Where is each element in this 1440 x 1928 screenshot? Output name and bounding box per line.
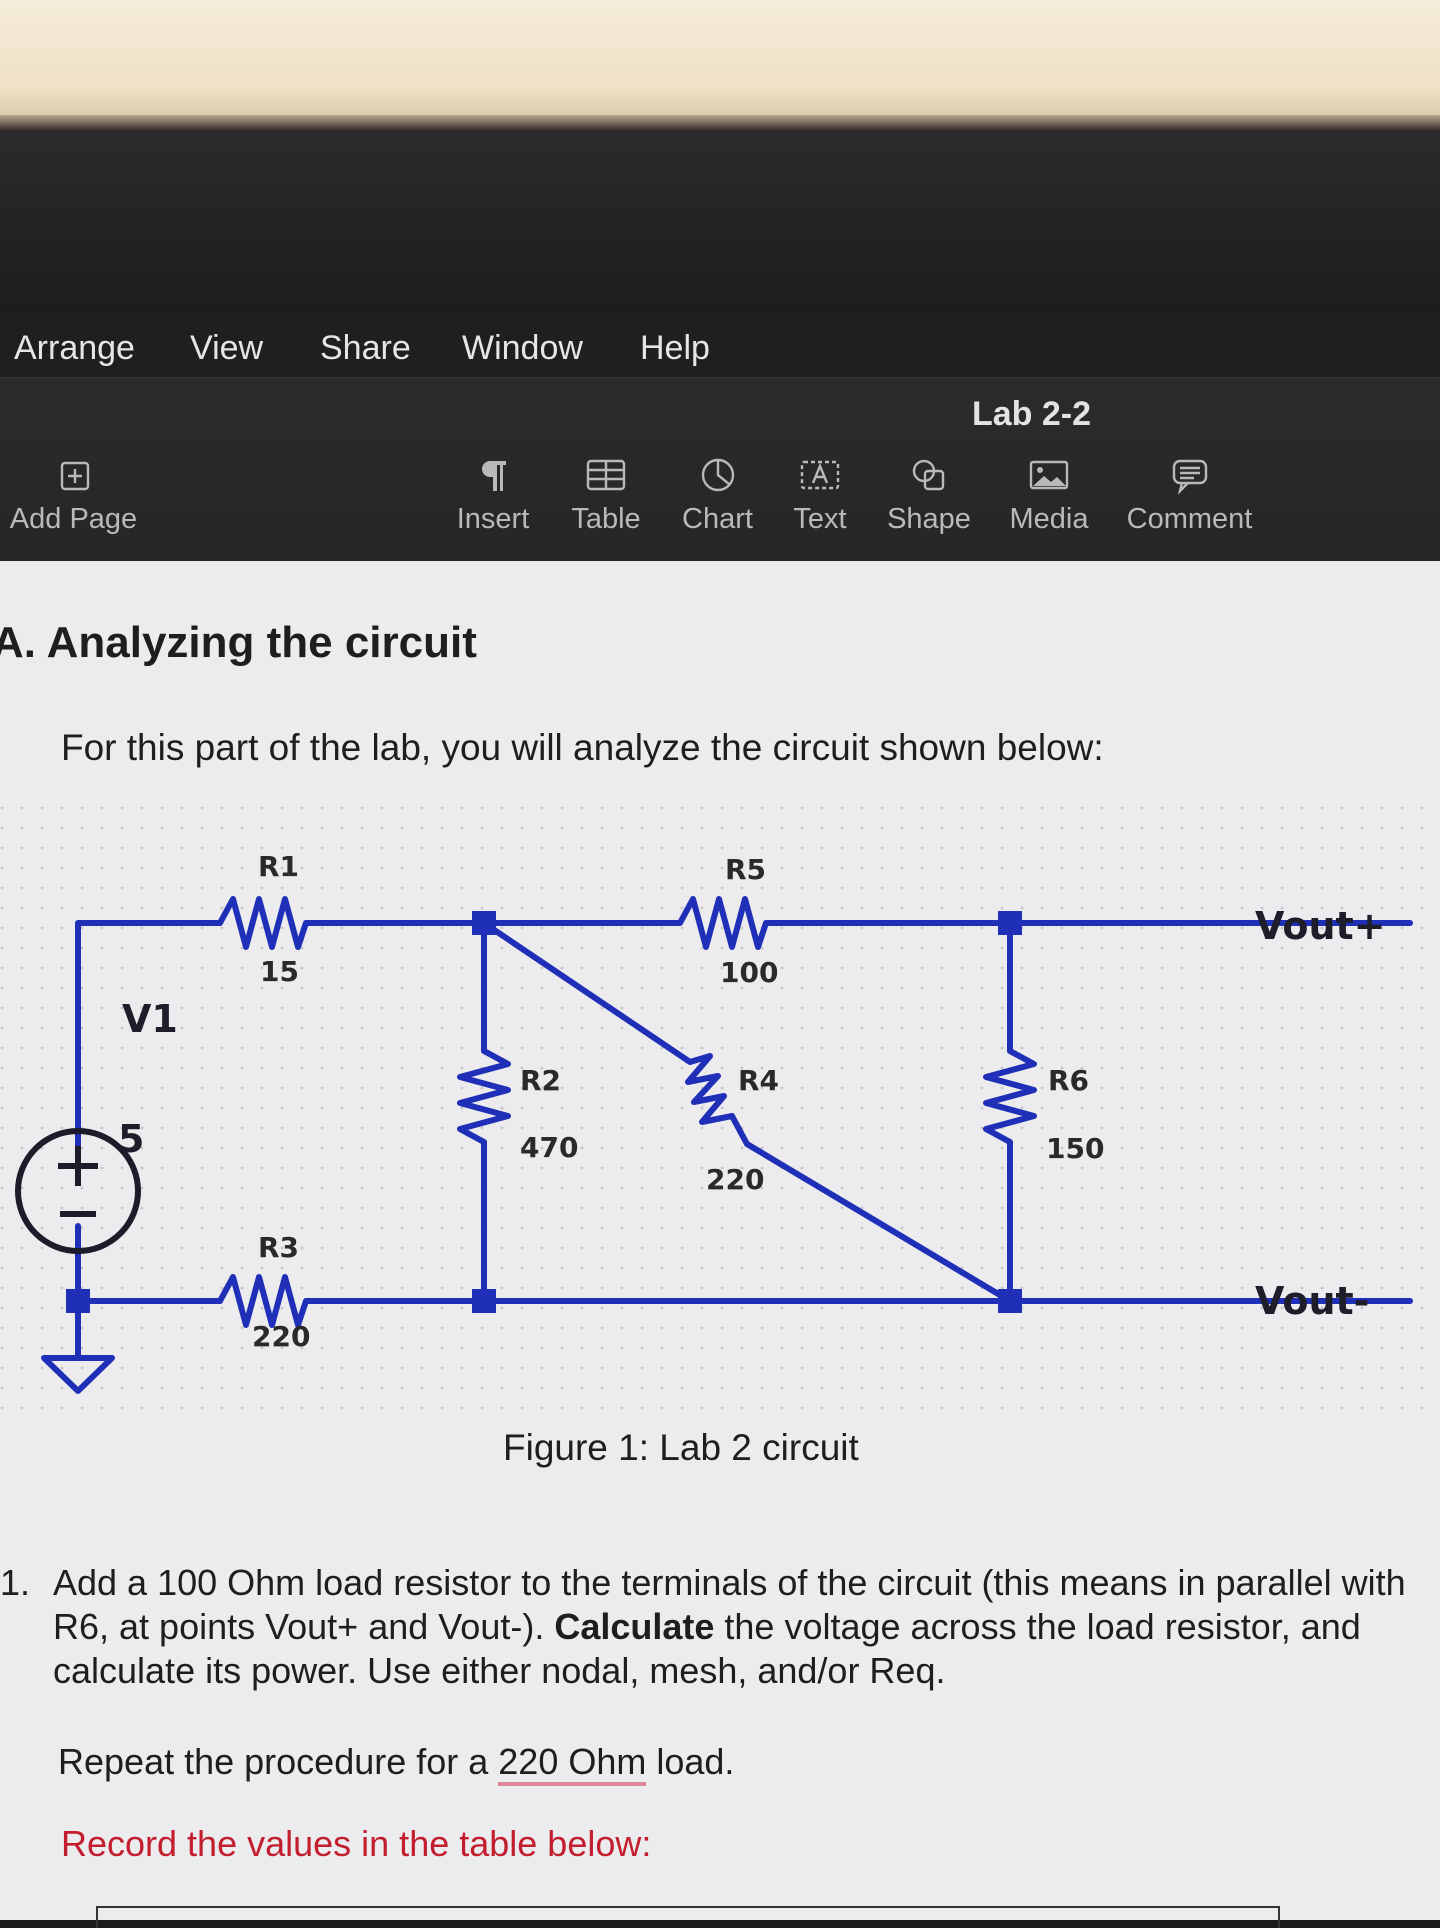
r5-value: 100 [720, 956, 778, 989]
menu-bar: Arrange View Share Window Help [0, 311, 1440, 379]
question-1-text-b: the voltage across the load resistor, an… [53, 1606, 1361, 1691]
screen-bezel-edge [0, 115, 1440, 131]
r5-label: R5 [725, 853, 766, 886]
text-label: Text [793, 503, 847, 535]
add-page-button[interactable]: Add Page [6, 455, 141, 536]
menu-share[interactable]: Share [320, 329, 411, 367]
voltage-source-symbol [15, 1128, 141, 1254]
circuit-figure: R1 15 R5 100 V1 5 R2 470 R4 220 R6 150 R… [0, 806, 1440, 1446]
add-page-label: Add Page [9, 503, 138, 535]
shape-button[interactable]: Shape [883, 455, 975, 536]
section-heading: A. Analyzing the circuit [0, 618, 477, 667]
toolbar: Lab 2-2 Add Page Insert Table Chart Text [0, 379, 1440, 561]
r6-value: 150 [1046, 1132, 1104, 1165]
screen-bezel [0, 131, 1440, 311]
comment-button[interactable]: Comment [1122, 455, 1257, 536]
r4-value: 220 [706, 1163, 764, 1196]
r3-value: 220 [252, 1320, 310, 1353]
r6-resistor-symbol [983, 920, 1037, 1304]
chart-icon [675, 455, 760, 495]
paragraph-icon [448, 455, 538, 495]
results-table-top-edge [96, 1906, 1280, 1928]
r4-label: R4 [738, 1064, 779, 1097]
insert-label: Insert [456, 503, 530, 535]
table-icon [565, 455, 647, 495]
repeat-before: Repeat the procedure for a [58, 1741, 499, 1782]
document-page: A. Analyzing the circuit For this part o… [0, 561, 1440, 1928]
node-bottom-left [66, 1289, 90, 1313]
r3-label: R3 [258, 1231, 299, 1264]
chart-button[interactable]: Chart [675, 455, 760, 536]
text-button[interactable]: Text [785, 455, 855, 536]
r2-resistor-symbol [457, 920, 511, 1304]
menu-arrange[interactable]: Arrange [14, 329, 135, 367]
r1-value: 15 [260, 955, 299, 988]
repeat-instruction: Repeat the procedure for a 220 Ohm load. [58, 1741, 735, 1786]
question-1-bold: Calculate [554, 1606, 715, 1647]
menu-help[interactable]: Help [640, 329, 710, 367]
chart-label: Chart [682, 503, 753, 535]
node-top-left [472, 911, 496, 935]
table-label: Table [571, 503, 641, 535]
text-box-icon [785, 455, 855, 495]
background-wall [0, 0, 1440, 125]
intro-text: For this part of the lab, you will analy… [61, 727, 1104, 768]
r5-resistor-symbol [481, 896, 1013, 950]
figure-caption: Figure 1: Lab 2 circuit [503, 1427, 859, 1468]
circuit-diagram: R1 15 R5 100 V1 5 R2 470 R4 220 R6 150 R… [0, 806, 1440, 1416]
question-1-text: Add a 100 Ohm load resistor to the termi… [53, 1561, 1413, 1693]
v1-label: V1 [122, 997, 178, 1041]
table-button[interactable]: Table [565, 455, 647, 536]
r4-resistor-symbol [481, 920, 1013, 1304]
menu-window[interactable]: Window [462, 329, 583, 367]
media-button[interactable]: Media [1005, 455, 1093, 536]
menu-view[interactable]: View [190, 329, 264, 367]
comment-icon [1122, 455, 1257, 495]
r2-value: 470 [520, 1131, 578, 1164]
vout-minus-label: Vout- [1255, 1279, 1369, 1323]
shape-label: Shape [887, 503, 971, 535]
r2-label: R2 [520, 1064, 561, 1097]
wire-top-left [75, 920, 223, 1159]
question-1-number: 1. [0, 1562, 31, 1603]
r6-label: R6 [1048, 1064, 1089, 1097]
repeat-after: load. [646, 1741, 735, 1782]
media-label: Media [1009, 503, 1089, 535]
comment-label: Comment [1126, 503, 1253, 535]
node-bottom-right [998, 1289, 1022, 1313]
r1-label: R1 [258, 850, 299, 883]
r3-resistor-symbol [217, 1274, 487, 1328]
r1-resistor-symbol [217, 896, 487, 950]
question-1-text-a: Add a 100 Ohm load resistor to the termi… [53, 1562, 1406, 1647]
record-instruction: Record the values in the table below: [61, 1823, 652, 1864]
add-page-icon [6, 455, 141, 495]
media-icon [1005, 455, 1093, 495]
shape-icon [883, 455, 975, 495]
insert-button[interactable]: Insert [448, 455, 538, 536]
node-top-right [998, 911, 1022, 935]
vout-plus-label: Vout+ [1255, 904, 1386, 948]
node-bottom-mid [472, 1289, 496, 1313]
repeat-underlined: 220 Ohm [498, 1741, 647, 1786]
document-title: Lab 2-2 [972, 395, 1092, 433]
v1-value: 5 [118, 1117, 144, 1161]
